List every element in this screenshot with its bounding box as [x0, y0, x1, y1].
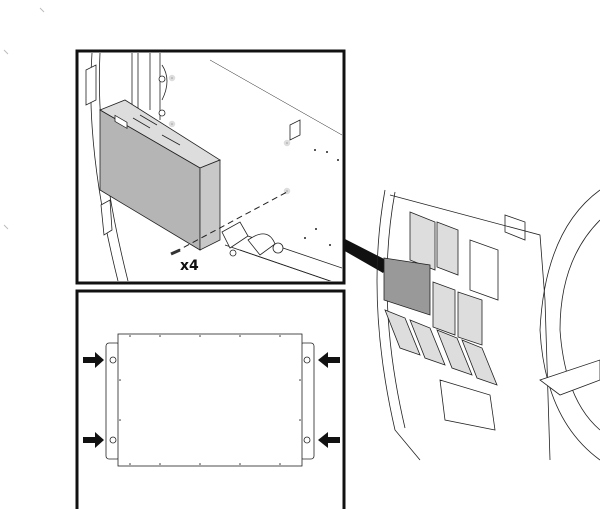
arrow-right-icon [83, 352, 104, 368]
arrow-left-icon [318, 352, 340, 368]
bottom-detail-panel [75, 289, 346, 509]
electronics-module [99, 99, 221, 251]
top-detail-panel [75, 49, 346, 285]
crop-marks [3, 7, 45, 230]
callout-pointer [343, 238, 390, 273]
screw-icon [170, 248, 181, 256]
vent-panel [384, 211, 498, 386]
arrow-right-icon [83, 432, 104, 448]
arrow-left-icon [318, 432, 340, 448]
quantity-label: x4 [180, 258, 199, 274]
arrow-icons [83, 352, 340, 448]
equipment-overview [376, 189, 600, 461]
highlighted-module [383, 257, 431, 316]
